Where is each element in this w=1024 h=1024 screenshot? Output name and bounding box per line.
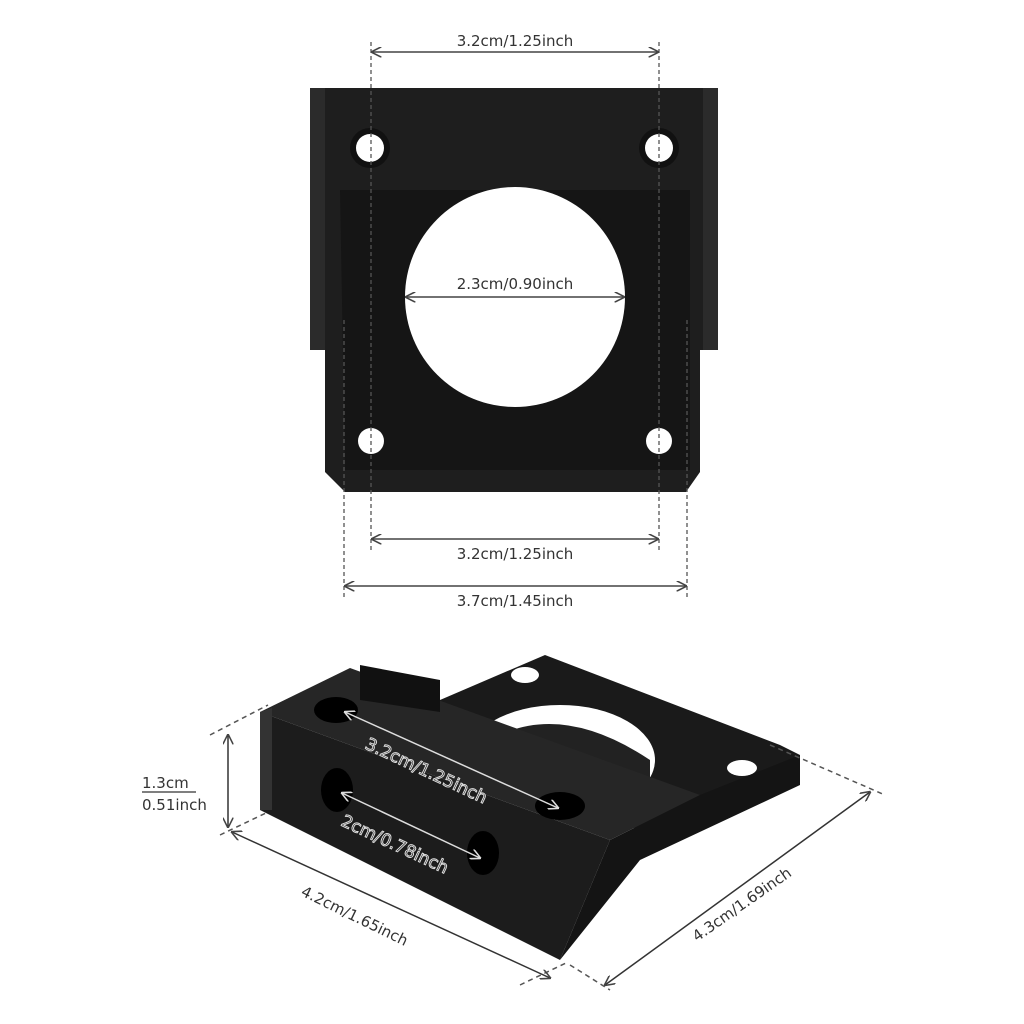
mount-hole bbox=[356, 134, 384, 162]
extension-lines bbox=[343, 42, 688, 600]
slot-dimension-arrows bbox=[342, 712, 558, 858]
dim-hole-spacing-top: 3.2cm/1.25inch bbox=[457, 32, 574, 50]
dim-height-cm: 1.3cm bbox=[142, 774, 189, 792]
dim-hole-spacing-bottom: 3.2cm/1.25inch bbox=[457, 545, 574, 563]
iso-dimension-arrows bbox=[228, 735, 870, 985]
dim-height-inch: 0.51inch bbox=[142, 796, 207, 814]
dimension-arrows bbox=[345, 52, 686, 586]
dim-plate-width: 3.7cm/1.45inch bbox=[457, 592, 574, 610]
dim-length: 4.2cm/1.65inch bbox=[298, 882, 411, 949]
dim-depth: 4.3cm/1.69inch bbox=[689, 864, 795, 946]
dim-center-hole: 2.3cm/0.90inch bbox=[457, 275, 574, 293]
